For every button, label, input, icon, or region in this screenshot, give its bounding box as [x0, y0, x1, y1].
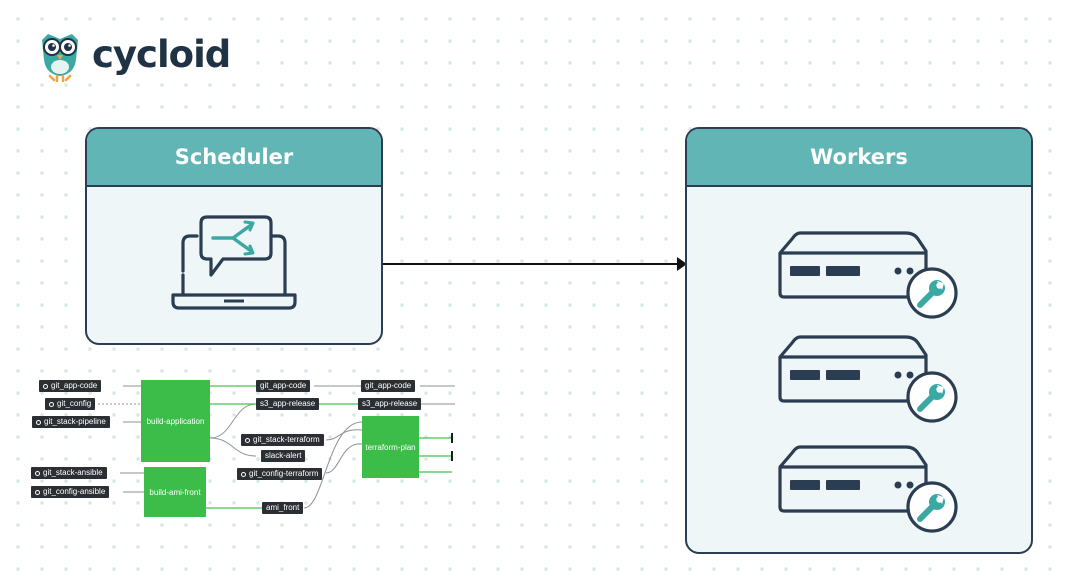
- cycloid-logo: cycloid: [38, 30, 237, 82]
- pipeline-resource[interactable]: git_stack-ansible: [31, 467, 107, 479]
- pipeline-graph: git_app-code git_config git_stack-pipeli…: [28, 372, 458, 522]
- pipeline-resource[interactable]: s3_app-release: [256, 398, 320, 410]
- scheduler-to-workers-arrow: [383, 257, 687, 271]
- pipeline-job-build-application[interactable]: build-application: [141, 380, 210, 462]
- workers-title: Workers: [687, 129, 1031, 187]
- owl-logo-icon: [42, 34, 78, 82]
- pipeline-resource[interactable]: git_stack-terraform: [241, 434, 324, 446]
- brand-name: cycloid: [92, 32, 231, 76]
- server-wrench-icon: [778, 231, 958, 319]
- pipeline-job-terraform-plan[interactable]: terraform-plan: [362, 416, 419, 478]
- pipeline-resource[interactable]: slack-alert: [261, 450, 306, 462]
- pipeline-resource[interactable]: git_config-ansible: [31, 486, 110, 498]
- pipeline-resource[interactable]: ami_front: [262, 502, 304, 514]
- pipeline-resource[interactable]: s3_app-release: [358, 398, 422, 410]
- pipeline-resource[interactable]: git_config: [45, 398, 96, 410]
- pipeline-resource[interactable]: git_app-code: [361, 380, 416, 392]
- server-wrench-icon: [778, 445, 958, 533]
- pipeline-resource[interactable]: git_config-terraform: [237, 468, 323, 480]
- pipeline-resource[interactable]: git_app-code: [39, 380, 102, 392]
- workers-panel: Workers: [685, 127, 1033, 554]
- laptop-merge-icon: [171, 215, 297, 310]
- server-wrench-icon: [778, 335, 958, 423]
- scheduler-title: Scheduler: [87, 129, 381, 187]
- scheduler-panel: Scheduler: [85, 127, 383, 345]
- pipeline-resource[interactable]: git_stack-pipeline: [32, 416, 110, 428]
- pipeline-connectors: [98, 385, 455, 509]
- pipeline-job-build-ami-front[interactable]: build-ami-front: [144, 467, 206, 517]
- pipeline-resource[interactable]: git_app-code: [256, 380, 311, 392]
